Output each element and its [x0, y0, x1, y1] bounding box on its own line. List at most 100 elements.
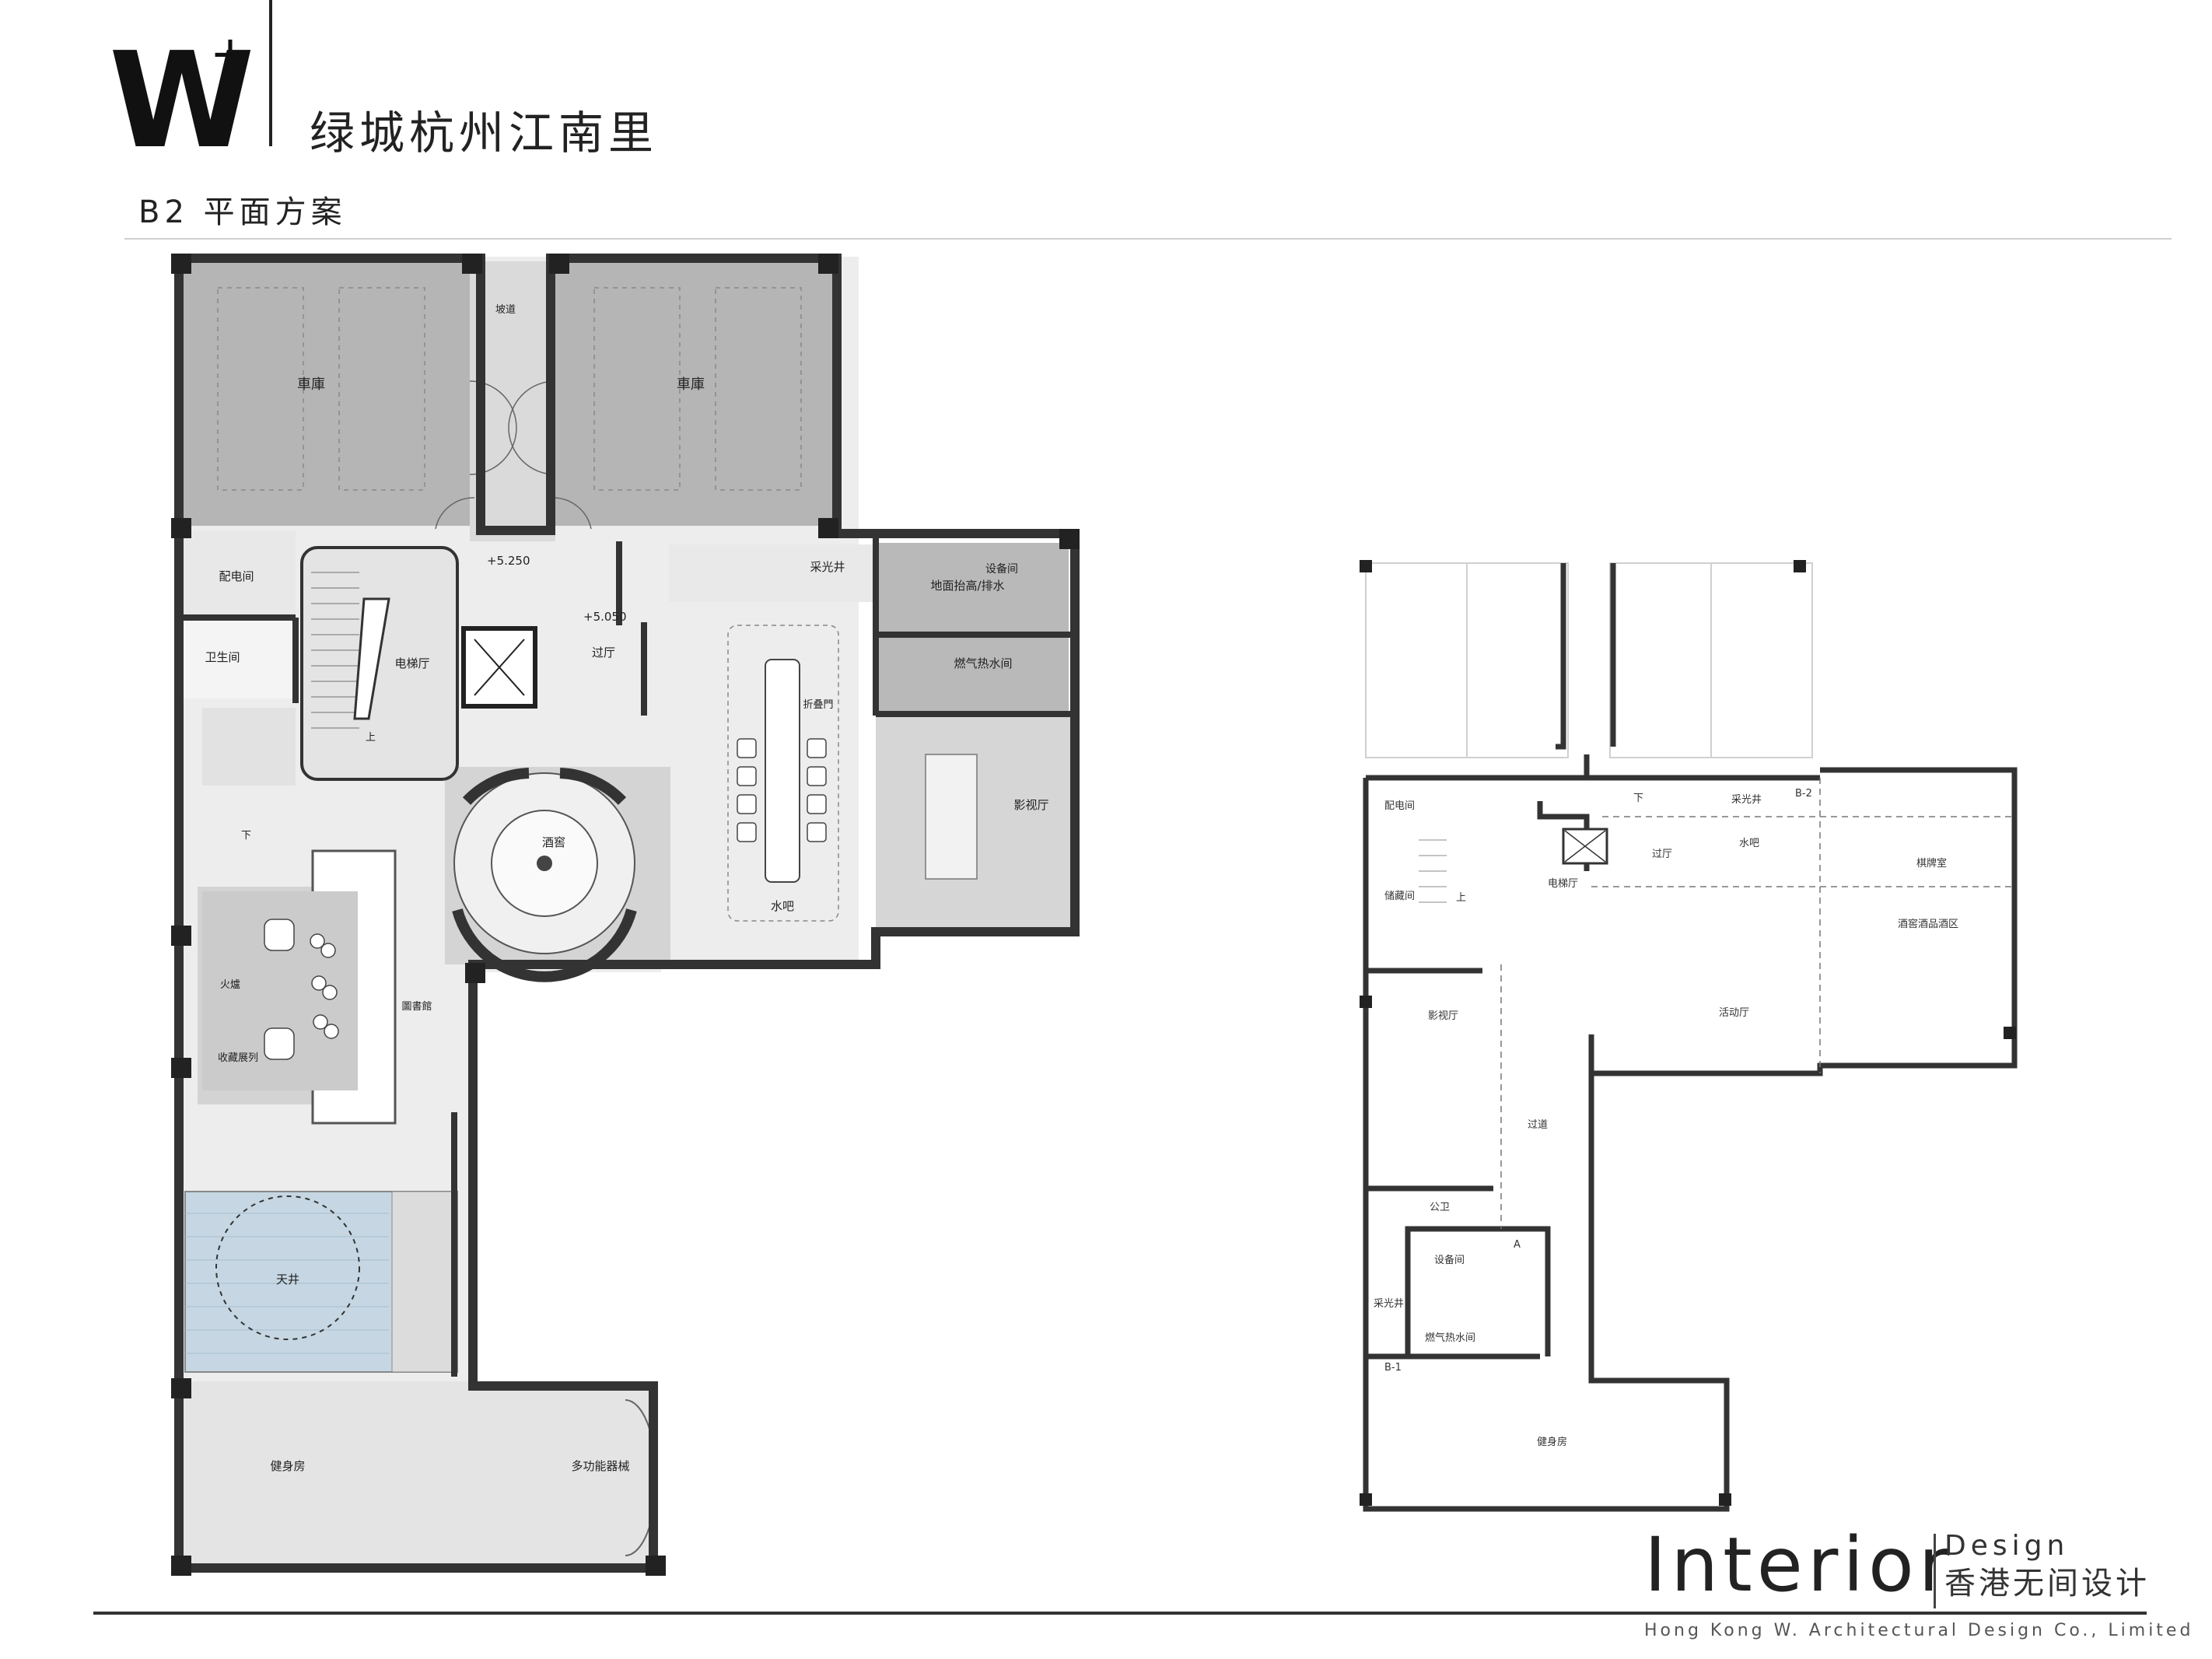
- column: [818, 254, 838, 274]
- label-collection: 收藏展列: [218, 1052, 258, 1064]
- stair-block: [300, 546, 459, 781]
- stool: [324, 1024, 339, 1039]
- label-garage-left: 車庫: [297, 376, 325, 393]
- cellar-rack: [452, 908, 637, 982]
- label-stair-down: 下: [241, 830, 251, 842]
- column: [1360, 560, 1372, 572]
- label-lobby: 过厅: [592, 646, 615, 660]
- door-swing: [469, 380, 517, 475]
- brand-company-name: Hong Kong W. Architectural Design Co., L…: [1644, 1621, 2194, 1640]
- skylight-area: [669, 544, 879, 602]
- column: [818, 518, 838, 538]
- door-swing: [435, 497, 475, 530]
- gas-water-room: [879, 638, 1069, 712]
- stool: [310, 933, 325, 949]
- label-gas-water: 燃气热水间: [954, 656, 1012, 670]
- header-divider: [269, 0, 272, 146]
- label-equipment: 设备间: [985, 562, 1018, 576]
- label-equipment-area: 多功能器械: [571, 1459, 629, 1473]
- brand-divider: [1934, 1534, 1936, 1608]
- label-elevator-hall: 电梯厅: [1548, 878, 1578, 890]
- label-courtyard: 天井: [276, 1272, 299, 1286]
- theater-screen: [925, 754, 978, 880]
- exterior-area-strip: [473, 972, 667, 1346]
- column: [1059, 529, 1080, 549]
- label-storage: 储藏间: [1384, 891, 1415, 902]
- door-swing: [551, 497, 592, 530]
- label-drainage: 地面抬高/排水: [930, 579, 1004, 593]
- parking-bay: [715, 287, 802, 491]
- armchair: [264, 1027, 295, 1060]
- column: [171, 518, 191, 538]
- label-wine-area: 酒窖酒品酒区: [1898, 918, 1958, 930]
- cellar-rack: [462, 768, 530, 805]
- elevator-cross: [1564, 830, 1606, 863]
- label-wine-cellar: 酒窖: [542, 835, 565, 849]
- label-fireplace: 火爐: [220, 979, 240, 991]
- label-water-bar: 水吧: [1739, 838, 1759, 849]
- label-chess-room: 棋牌室: [1916, 857, 1947, 870]
- label-power-room: 配电间: [1384, 800, 1415, 812]
- parking-bay: [217, 287, 304, 491]
- stool: [313, 1014, 328, 1030]
- column: [646, 1556, 666, 1576]
- exterior-area-top: [859, 257, 1120, 537]
- column: [171, 1058, 191, 1078]
- column: [171, 1556, 191, 1576]
- label-power-room: 配电间: [219, 569, 254, 583]
- label-gas-water: 燃气热水间: [1425, 1332, 1475, 1344]
- exterior-area-mid: [661, 964, 1120, 1276]
- brand-design: Design: [1944, 1530, 2070, 1562]
- courtyard-circle: [215, 1195, 360, 1340]
- label-folding-door: 折叠門: [803, 699, 833, 711]
- label-water-bar: 水吧: [771, 899, 794, 913]
- brand-wordmark: Interior: [1644, 1521, 1955, 1608]
- label-equipment: 设备间: [1434, 1254, 1465, 1266]
- bottom-rule: [93, 1612, 2147, 1615]
- label-tag-a: A: [1514, 1239, 1521, 1251]
- bar-stool: [807, 738, 827, 758]
- column: [1719, 1493, 1731, 1506]
- label-garage-right: 車庫: [677, 376, 705, 393]
- bar-stool: [737, 766, 757, 786]
- label-elevator-hall: 电梯厅: [394, 656, 429, 670]
- column: [462, 254, 482, 274]
- label-tag-b1: B-1: [1384, 1362, 1402, 1374]
- power-room: [179, 530, 296, 616]
- garage-left: [177, 261, 479, 526]
- bar-stool: [737, 822, 757, 842]
- armchair: [264, 919, 295, 951]
- equipment-room: [879, 543, 1069, 633]
- garage-right: [554, 261, 835, 526]
- wall: [1405, 1226, 1551, 1356]
- bar-stool: [807, 794, 827, 814]
- label-skylight: 采光井: [810, 560, 845, 574]
- gym-floor: [182, 1381, 650, 1565]
- label-stair-up: 上: [366, 732, 376, 744]
- parking-bay: [593, 287, 681, 491]
- project-title: 绿城杭州江南里: [310, 107, 659, 159]
- cellar-column: [537, 856, 552, 871]
- stool: [311, 975, 327, 991]
- stair-handrail: [353, 597, 390, 720]
- label-skylight: 采光井: [1731, 794, 1762, 806]
- stool: [322, 985, 338, 1000]
- logo-plus: +: [210, 25, 250, 82]
- label-skylight-2: 采光井: [1374, 1298, 1404, 1310]
- courtyard-steps: [391, 1191, 458, 1373]
- label-ramp: 坡道: [495, 304, 516, 316]
- column: [465, 963, 485, 983]
- logo-letter: W: [109, 24, 255, 156]
- elevator-cross: [474, 639, 525, 696]
- logo-mark: W +: [109, 24, 255, 156]
- label-stair-up: 上: [1456, 892, 1466, 904]
- label-corridor: 过道: [1528, 1119, 1548, 1131]
- wash-area: [202, 708, 296, 786]
- brand-chinese-name: 香港无间设计: [1944, 1566, 2150, 1601]
- column: [171, 1378, 191, 1398]
- label-level-5250: +5.250: [487, 554, 530, 568]
- bar-stool: [807, 766, 827, 786]
- door-swing: [508, 380, 556, 475]
- bar-stool: [807, 822, 827, 842]
- bar-table: [765, 659, 800, 883]
